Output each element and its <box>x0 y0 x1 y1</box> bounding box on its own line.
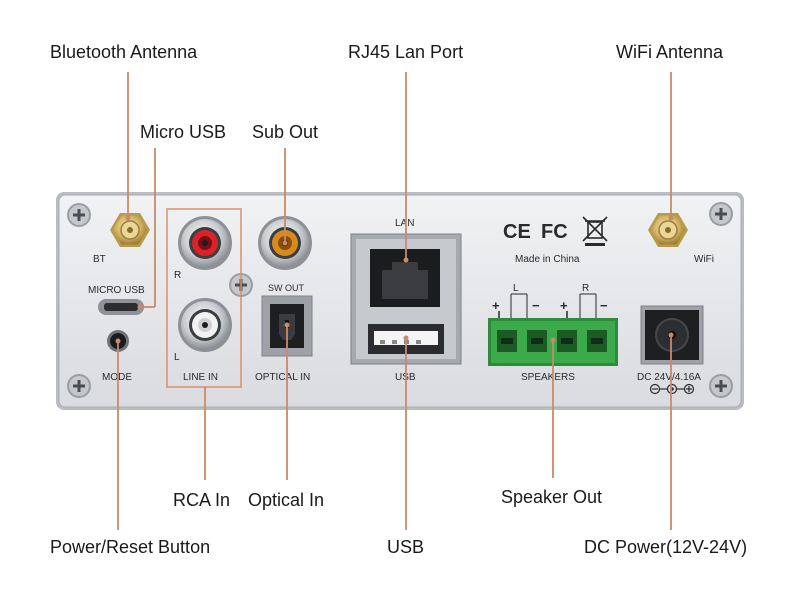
callout-micro-usb: Micro USB <box>140 122 227 142</box>
dc-rating-label: DC 24V/4.16A <box>637 372 701 383</box>
screw-icon <box>67 203 91 227</box>
lan-panel-label: LAN <box>395 218 414 229</box>
leader-end-dots <box>115 215 674 344</box>
speaker-plus-l: + <box>492 298 500 313</box>
bluetooth-antenna-connector <box>110 213 150 247</box>
callout-power-reset-button: Power/Reset Button <box>50 537 211 557</box>
rca-jack-left <box>178 298 232 352</box>
rca-r-label: R <box>174 270 181 281</box>
micro-usb-port <box>98 299 144 315</box>
sw-out-panel-label: SW OUT <box>268 283 304 293</box>
screw-icon <box>67 374 91 398</box>
speaker-minus-l: − <box>532 298 540 313</box>
speakers-panel-label: SPEAKERS <box>521 372 575 383</box>
rca-l-label: L <box>174 352 180 363</box>
wifi-antenna-connector <box>648 213 688 247</box>
line-in-highlight-box <box>166 208 242 388</box>
bt-panel-label: BT <box>93 254 106 265</box>
leader-lines <box>117 72 672 530</box>
made-in-china-label: Made in China <box>515 254 580 265</box>
callout-rj45-lan-port: RJ45 Lan Port <box>348 42 464 62</box>
fcc-mark-icon: FC <box>541 221 568 243</box>
speaker-terminal-block <box>488 318 618 366</box>
callout-sub-out: Sub Out <box>252 122 319 142</box>
weee-bin-icon <box>582 216 608 246</box>
callout-bluetooth-antenna: Bluetooth Antenna <box>50 42 198 62</box>
speaker-polarity-markings: + L − + R − <box>492 283 608 318</box>
speaker-plus-r: + <box>560 298 568 313</box>
screw-icon <box>709 374 733 398</box>
speaker-minus-r: − <box>600 298 608 313</box>
optical-in-panel-label: OPTICAL IN <box>255 372 310 383</box>
speaker-l-label: L <box>513 283 519 294</box>
speaker-r-label: R <box>582 283 589 294</box>
screw-icon <box>709 202 733 226</box>
callout-rca-in: RCA In <box>173 490 231 510</box>
callout-optical-in: Optical In <box>248 490 325 510</box>
callout-speaker-out: Speaker Out <box>501 487 603 507</box>
wifi-panel-label: WiFi <box>694 254 714 265</box>
ce-mark-icon: CE <box>503 221 531 243</box>
callout-wifi-antenna: WiFi Antenna <box>616 42 724 62</box>
line-in-panel-label: LINE IN <box>183 372 218 383</box>
callout-dc-power: DC Power(12V-24V) <box>584 537 748 557</box>
rca-jack-right <box>178 216 232 270</box>
callout-usb: USB <box>387 537 425 557</box>
micro-usb-panel-label: MICRO USB <box>88 285 145 296</box>
sub-out-jack <box>258 216 312 270</box>
polarity-icon <box>649 383 695 395</box>
